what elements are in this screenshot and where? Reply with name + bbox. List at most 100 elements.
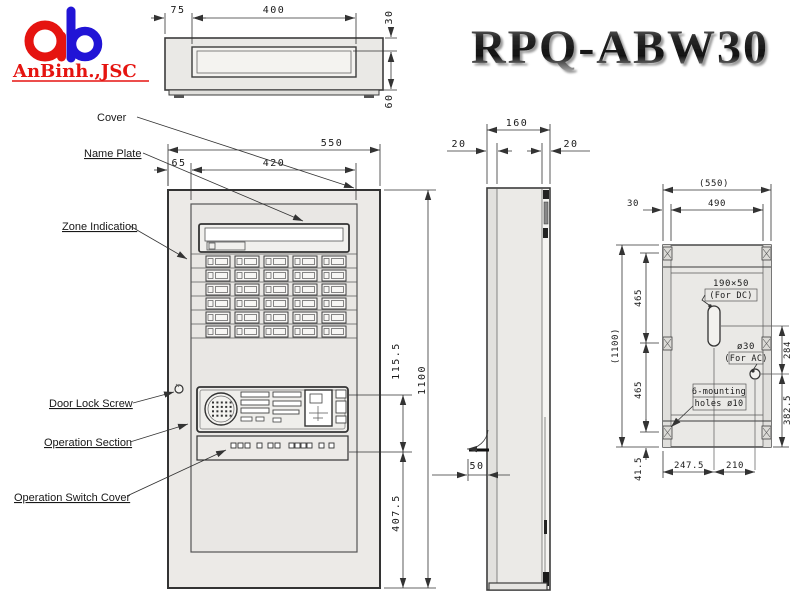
- zone-window: [292, 325, 318, 338]
- zone-window: [234, 269, 260, 282]
- zone-window: [292, 255, 318, 268]
- name-plate: [198, 223, 350, 253]
- dim-50: 50: [469, 461, 484, 472]
- speaker-dot: [216, 405, 219, 408]
- side-back-layer: [542, 189, 549, 589]
- name-plate-window: [204, 227, 344, 242]
- indicator-bar: [272, 409, 300, 415]
- back-ref-lines: [713, 325, 789, 470]
- label-dc-size: 190×50: [713, 279, 749, 289]
- speaker-dot: [220, 414, 223, 417]
- zone-row-lines: [191, 253, 357, 339]
- zone-window: [234, 325, 260, 338]
- callout-door-lock-screw: Door Lock Screw: [49, 398, 133, 410]
- door-lock-screw-notch: [175, 383, 180, 388]
- side-base: [488, 582, 548, 591]
- indicator-mark: [272, 417, 282, 423]
- callout-operation-leader: [129, 423, 189, 443]
- dim-465-upper: 465: [634, 289, 644, 307]
- ac-leader: [752, 363, 758, 371]
- speaker-dot: [225, 401, 228, 404]
- company-name: AnBinh.,JSC: [12, 61, 137, 82]
- callout-zone-indication: Zone Indication: [62, 221, 137, 233]
- callout-name-plate-leader: [142, 152, 304, 222]
- back-view-body: [662, 244, 772, 448]
- dim-65: 65: [171, 158, 186, 169]
- dim-465-lower: 465: [634, 381, 644, 399]
- dc-leader: [701, 294, 710, 306]
- switch-button: [328, 442, 335, 449]
- dim-160: 160: [506, 118, 529, 129]
- label-dc-note: (For DC): [709, 291, 752, 301]
- speaker-dot: [212, 410, 214, 413]
- speaker-dot: [229, 405, 232, 408]
- top-view-recess-inner: [196, 50, 352, 74]
- dim-1100-ref: (1100): [611, 328, 621, 364]
- switch-button: [230, 442, 237, 449]
- indicator-mark: [335, 400, 347, 414]
- speaker-dot: [220, 401, 223, 404]
- dim-420: 420: [263, 158, 286, 169]
- speaker-dot: [229, 414, 232, 417]
- front-ext-420: [167, 163, 357, 200]
- ac-leader-dot: [751, 369, 755, 373]
- speaker-dot: [212, 405, 214, 408]
- speaker-dot: [212, 401, 214, 404]
- switch-button: [244, 442, 251, 449]
- speaker-dot: [220, 410, 223, 413]
- zone-window: [205, 297, 231, 310]
- dim-20-right: 20: [563, 139, 578, 150]
- dim-382-5: 382.5: [783, 395, 793, 425]
- dim-490: 490: [708, 199, 726, 209]
- indicator-bars: [240, 391, 302, 423]
- zone-window: [234, 311, 260, 324]
- zone-window: [205, 283, 231, 296]
- indicator-mark: [335, 389, 347, 399]
- speaker-dot: [216, 410, 219, 413]
- side-view-body: [486, 187, 551, 591]
- label-ac-note: (For AC): [724, 354, 767, 364]
- zone-window: [263, 255, 289, 268]
- right-indicator-column: [335, 389, 347, 424]
- speaker-dot: [216, 401, 219, 404]
- zone-window: [234, 297, 260, 310]
- zone-window: [321, 283, 347, 296]
- speaker-dot: [225, 414, 228, 417]
- back-top-ext: [662, 184, 772, 241]
- label-ac-note-box: [728, 351, 764, 365]
- speaker-dot: [229, 410, 232, 413]
- callout-operation-section: Operation Section: [44, 437, 132, 449]
- name-plate-tag: [206, 241, 246, 251]
- dc-cable-slot: [707, 305, 721, 347]
- dim-30-back: 30: [627, 199, 639, 209]
- speaker-dot: [220, 405, 223, 408]
- switch-button: [318, 442, 325, 449]
- top-view-foot: [174, 95, 184, 98]
- zone-window: [205, 311, 231, 324]
- logo-letter-a-ring: [24, 20, 66, 62]
- zone-window: [292, 311, 318, 324]
- indicator-bar: [240, 391, 270, 398]
- indicator-bar: [272, 400, 302, 407]
- dim-284: 284: [783, 341, 793, 359]
- logo-letter-b-bowl: [67, 26, 103, 62]
- side-ext-lines: [486, 124, 551, 184]
- dim-115-5: 115.5: [391, 342, 402, 380]
- dim-550-ref: (550): [699, 179, 729, 189]
- dim-75: 75: [170, 5, 185, 16]
- indicator-mark: [240, 416, 253, 422]
- zone-window: [263, 269, 289, 282]
- speaker-inner-ring: [207, 395, 235, 423]
- zone-window: [321, 297, 347, 310]
- side-hinge-detail: [543, 201, 549, 225]
- display-marks: [309, 406, 328, 421]
- operation-section-panel: [196, 386, 349, 433]
- dim-41-5: 41.5: [634, 457, 644, 481]
- switch-button: [274, 442, 281, 449]
- front-view: 550 65 420 1100 115.5 407.5 Cover Name P…: [14, 112, 436, 589]
- zone-window: [234, 255, 260, 268]
- dim-400: 400: [263, 5, 286, 16]
- label-mounting-line2: holes ø10: [695, 399, 744, 409]
- display-frame: [304, 389, 333, 427]
